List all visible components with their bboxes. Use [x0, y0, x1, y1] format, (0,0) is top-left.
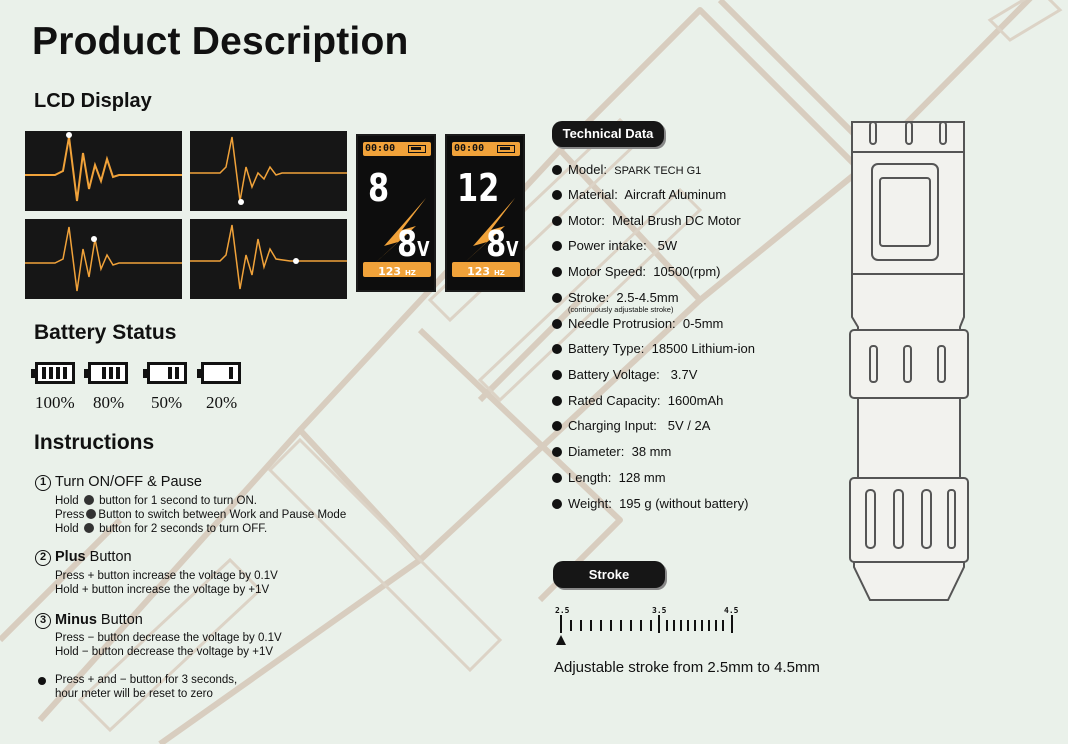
spec-motor-speed: Motor Speed: 10500(rpm) — [552, 264, 720, 279]
lcd-speed-value: 12 — [457, 166, 500, 210]
lcd-speed-value: 8 — [368, 166, 390, 210]
lcd-lightning-icon — [463, 198, 515, 264]
spec-stroke: Stroke: 2.5-4.5mm(continuously adjustabl… — [552, 290, 679, 314]
instruction-1-line-3: Hold button for 2 seconds to turn OFF. — [55, 523, 268, 535]
waveform-marker — [66, 132, 72, 138]
stroke-heading: Stroke — [553, 561, 665, 588]
battery-label-80: 80% — [93, 393, 125, 412]
lcd-voltage: 8V — [487, 224, 519, 265]
step-number: 2 — [35, 550, 51, 566]
lcd-frequency-unit: HZ — [404, 269, 416, 277]
tattoo-pen-illustration — [849, 121, 969, 601]
waveform-panel-4 — [190, 219, 347, 299]
lcd-display-heading: LCD Display — [34, 90, 152, 112]
lcd-voltage-value: 8 — [486, 224, 507, 265]
stroke-pointer-icon — [556, 635, 566, 645]
waveform-panel-3 — [25, 219, 182, 299]
stroke-note: (continuously adjustable stroke) — [568, 305, 674, 314]
instruction-2-line-2: Hold + button increase the voltage by +1… — [55, 584, 270, 596]
battery-status-heading: Battery Status — [34, 321, 177, 344]
power-button-icon — [83, 495, 94, 505]
power-button-icon — [83, 523, 94, 533]
spec-motor: Motor: Metal Brush DC Motor — [552, 213, 741, 228]
waveform-marker — [238, 199, 244, 205]
step-number: 1 — [35, 475, 51, 491]
lcd-screen-2: 00:00 12 8V 123 HZ — [445, 134, 525, 292]
stroke-description: Adjustable stroke from 2.5mm to 4.5mm — [554, 659, 820, 676]
instruction-1-line-1: Hold button for 1 second to turn ON. — [55, 495, 257, 507]
waveform-marker — [293, 258, 299, 264]
waveform-marker — [91, 236, 97, 242]
battery-label-50: 50% — [151, 393, 183, 412]
spec-needle-protrusion: Needle Protrusion: 0-5mm — [552, 316, 723, 331]
instruction-3-line-1: Press − button decrease the voltage by 0… — [55, 632, 282, 644]
battery-label-20: 20% — [206, 393, 238, 412]
stroke-scale-max: 4.5 — [724, 606, 739, 615]
lcd-voltage-unit: V — [417, 237, 430, 261]
spec-battery-type: Battery Type: 18500 Lithium-ion — [552, 341, 755, 356]
lcd-timer: 00:00 — [454, 143, 485, 154]
technical-data-heading: Technical Data — [552, 121, 664, 147]
lcd-frequency-value: 123 — [378, 265, 402, 278]
battery-100-icon — [31, 362, 75, 384]
waveform-panel-2 — [190, 131, 347, 211]
page-title: Product Description — [32, 20, 409, 63]
instruction-2-line-1: Press + button increase the voltage by 0… — [55, 570, 278, 582]
lcd-voltage-unit: V — [506, 237, 519, 261]
spec-weight: Weight: 195 g (without battery) — [552, 496, 748, 511]
lcd-frequency-unit: HZ — [493, 269, 505, 277]
battery-50-icon — [143, 362, 187, 384]
instruction-3-line-2: Hold − button decrease the voltage by +1… — [55, 646, 274, 658]
lcd-screen-1: 00:00 8 8V 123 HZ — [356, 134, 436, 292]
battery-20-icon — [197, 362, 241, 384]
stroke-scale-min: 2.5 — [555, 606, 570, 615]
lcd-lightning-icon — [374, 198, 426, 264]
waveform-graph — [190, 224, 347, 290]
stroke-ruler — [556, 615, 733, 645]
lcd-voltage-value: 8 — [397, 224, 418, 265]
waveform-panel-1 — [25, 131, 182, 211]
power-button-icon — [86, 509, 97, 519]
lcd-frequency: 123 HZ — [467, 265, 505, 278]
spec-power-intake: Power intake: 5W — [552, 238, 677, 253]
reset-note-line-2: hour meter will be reset to zero — [55, 688, 213, 700]
spec-diameter: Diameter: 38 mm — [552, 444, 671, 459]
waveform-graph — [25, 226, 182, 292]
battery-label-100: 100% — [35, 393, 75, 412]
waveform-graph — [25, 132, 182, 202]
spec-model: Model: SPARK TECH G1 — [552, 162, 701, 177]
spec-length: Length: 128 mm — [552, 470, 666, 485]
waveform-graph — [190, 136, 347, 205]
battery-80-icon — [84, 362, 128, 384]
instructions-heading: Instructions — [34, 431, 155, 454]
spec-material: Material: Aircraft Aluminum — [552, 187, 726, 202]
spec-battery-voltage: Battery Voltage: 3.7V — [552, 367, 697, 382]
lcd-battery-icon — [408, 145, 426, 153]
bullet-dot — [38, 677, 46, 685]
step-number: 3 — [35, 613, 51, 629]
reset-note-line-1: Press + and − button for 3 seconds, — [55, 674, 238, 686]
stroke-scale-mid: 3.5 — [652, 606, 667, 615]
lcd-frequency: 123 HZ — [378, 265, 416, 278]
lcd-battery-icon — [497, 145, 515, 153]
lcd-frequency-value: 123 — [467, 265, 491, 278]
spec-rated-capacity: Rated Capacity: 1600mAh — [552, 393, 723, 408]
spec-charging-input: Charging Input: 5V / 2A — [552, 418, 710, 433]
lcd-voltage: 8V — [398, 224, 430, 265]
instruction-title: Turn ON/OFF & Pause — [55, 474, 202, 490]
lcd-timer: 00:00 — [365, 143, 396, 154]
